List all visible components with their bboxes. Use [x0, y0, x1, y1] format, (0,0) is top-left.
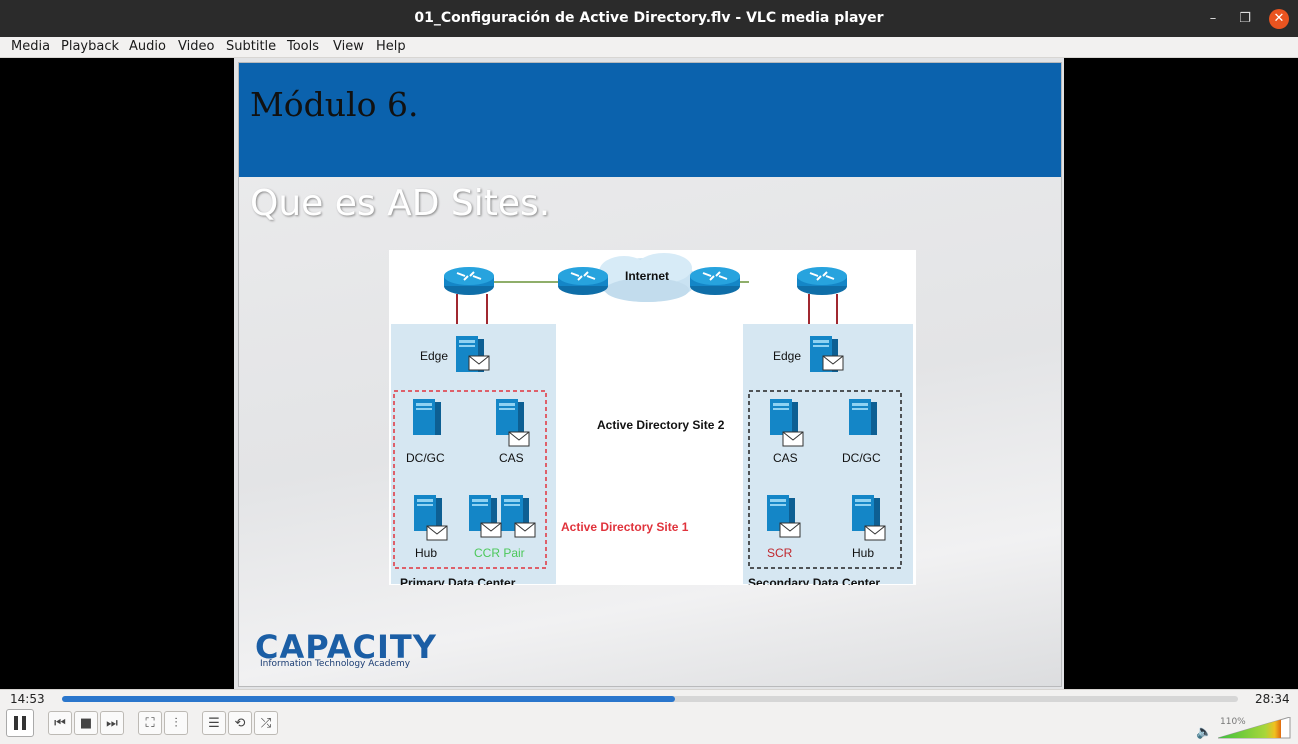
pause-icon: [14, 716, 18, 730]
fullscreen-button[interactable]: ⛶: [138, 711, 162, 735]
secondary-dc-name: Secondary Data Center: [748, 576, 880, 585]
primary-edge-label: Edge: [420, 349, 448, 363]
slide-subtitle: Que es AD Sites.: [250, 183, 551, 224]
dcgc-server-icon: [413, 399, 441, 435]
slide-banner: Módulo 6.: [239, 63, 1061, 177]
site1-label: Active Directory Site 1: [561, 520, 689, 534]
cas-server-icon: [496, 399, 524, 435]
mail-icon: [480, 522, 502, 538]
ad-sites-diagram: Internet Edge DC/GC CAS Hub: [389, 250, 916, 585]
menu-bar: Media Playback Audio Video Subtitle Tool…: [0, 37, 1298, 58]
capacity-tagline: Information Technology Academy: [260, 659, 411, 669]
primary-dc-name: Primary Data Center: [400, 576, 516, 585]
primary-cas-label: CAS: [499, 451, 524, 465]
close-button[interactable]: ✕: [1269, 9, 1289, 29]
pause-button[interactable]: [6, 709, 34, 737]
mail-icon: [822, 355, 844, 371]
router-icon: [689, 266, 741, 296]
volume-percent: 110%: [1220, 717, 1246, 727]
secondary-hub-label: Hub: [852, 546, 874, 560]
random-button[interactable]: ⤮: [254, 711, 278, 735]
menu-audio[interactable]: Audio: [129, 39, 166, 54]
extended-settings-button[interactable]: ⫶: [164, 711, 188, 735]
module-title: Módulo 6.: [250, 85, 419, 124]
secondary-edge-label: Edge: [773, 349, 801, 363]
pause-icon: [22, 716, 26, 730]
window-titlebar: 01_Configuración de Active Directory.flv…: [0, 0, 1298, 37]
primary-ccr-label: CCR Pair: [474, 546, 525, 560]
menu-playback[interactable]: Playback: [61, 39, 120, 54]
mail-icon: [508, 431, 530, 447]
next-button[interactable]: ⏭: [100, 711, 124, 735]
playback-controls: 14:53 28:34 ⏮ ■ ⏭ ⛶ ⫶ ☰ ⟲ ⤮ 🔈 110%: [0, 689, 1298, 744]
video-area[interactable]: Módulo 6. Que es AD Sites.: [0, 58, 1298, 689]
secondary-dcgc-label: DC/GC: [842, 451, 881, 465]
mail-icon: [779, 522, 801, 538]
elapsed-time: 14:53: [10, 692, 45, 706]
volume-slider[interactable]: [1218, 717, 1292, 739]
router-icon: [443, 266, 495, 296]
minimize-button[interactable]: –: [1209, 11, 1217, 26]
router-icon: [796, 266, 848, 296]
loop-button[interactable]: ⟲: [228, 711, 252, 735]
mail-icon: [514, 522, 536, 538]
menu-video[interactable]: Video: [178, 39, 215, 54]
site2-label: Active Directory Site 2: [597, 418, 725, 432]
dcgc-server-icon: [849, 399, 877, 435]
secondary-cas-label: CAS: [773, 451, 798, 465]
mail-icon: [782, 431, 804, 447]
primary-hub-label: Hub: [415, 546, 437, 560]
menu-tools[interactable]: Tools: [287, 39, 320, 54]
window-title: 01_Configuración de Active Directory.flv…: [414, 10, 884, 26]
router-icon: [557, 266, 609, 296]
internet-cloud: [597, 253, 697, 302]
mail-icon: [468, 355, 490, 371]
playlist-button[interactable]: ☰: [202, 711, 226, 735]
slide-frame: Módulo 6. Que es AD Sites.: [238, 62, 1062, 687]
site1-boundary: [393, 390, 547, 569]
capacity-logo: CAPACITY: [255, 628, 437, 666]
seek-progress: [62, 696, 675, 702]
cas-server-icon: [770, 399, 798, 435]
speaker-icon[interactable]: 🔈: [1196, 725, 1213, 740]
volume-level: [1218, 717, 1281, 738]
mail-icon: [426, 525, 448, 541]
previous-button[interactable]: ⏮: [48, 711, 72, 735]
menu-help[interactable]: Help: [376, 39, 406, 54]
menu-subtitle[interactable]: Subtitle: [226, 39, 277, 54]
mail-icon: [864, 525, 886, 541]
total-time: 28:34: [1255, 692, 1290, 706]
primary-dcgc-label: DC/GC: [406, 451, 445, 465]
menu-view[interactable]: View: [333, 39, 364, 54]
seek-bar[interactable]: [62, 696, 1238, 702]
restore-button[interactable]: ❐: [1239, 11, 1251, 26]
secondary-scr-label: SCR: [767, 546, 793, 560]
menu-media[interactable]: Media: [11, 39, 51, 54]
slide: Módulo 6. Que es AD Sites.: [234, 58, 1064, 689]
site2-boundary: [748, 390, 902, 569]
stop-button[interactable]: ■: [74, 711, 98, 735]
internet-label: Internet: [625, 269, 669, 283]
